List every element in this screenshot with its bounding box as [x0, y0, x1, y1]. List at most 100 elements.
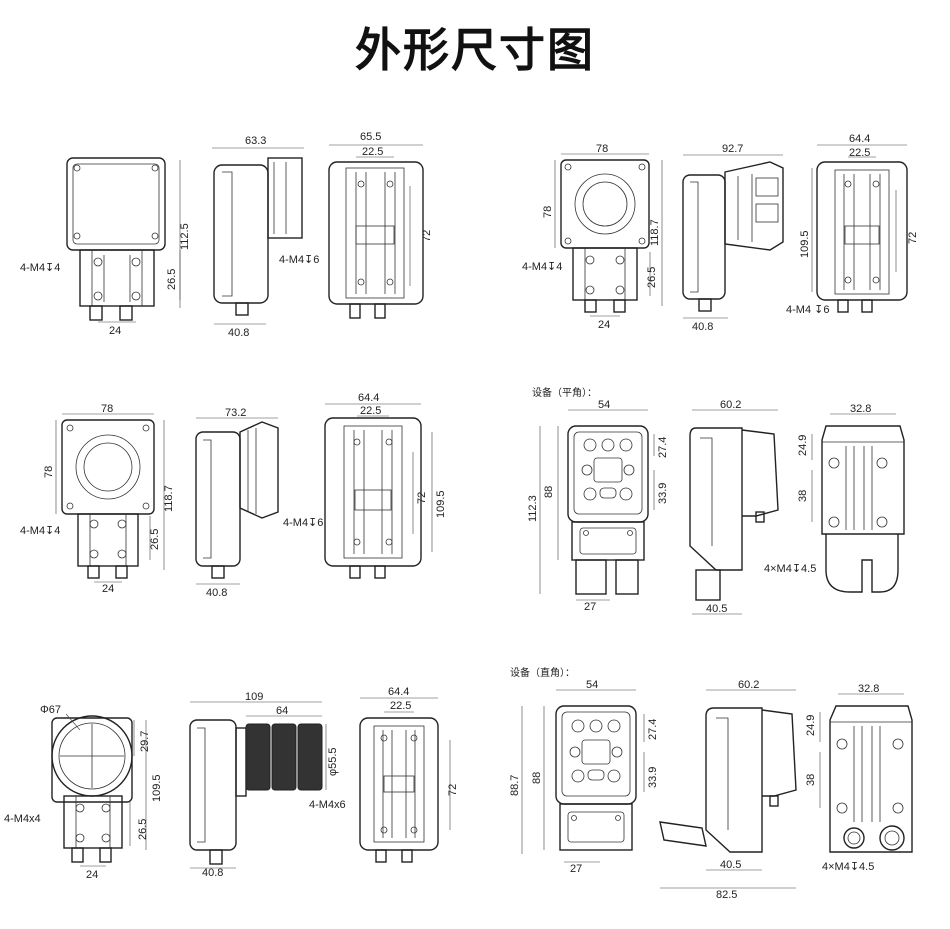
dim-label: 88 [531, 772, 543, 784]
dim-label: φ55.5 [327, 747, 339, 776]
model-6-dimension-lines [521, 689, 904, 889]
dim-label: 24 [598, 319, 610, 331]
dim-label: 64.4 [358, 392, 379, 404]
page-title: 外形尺寸图 [355, 23, 595, 77]
model-6-dimension-labels: 54 88.7 88 27.4 33.9 27 60.2 40.5 82.5 3… [509, 679, 879, 901]
model-4-back-view [821, 425, 905, 593]
dim-label: 40.8 [202, 867, 223, 879]
dim-label: 4-M4x4 [4, 813, 41, 825]
dim-label: 60.2 [720, 399, 741, 411]
dim-label: 40.5 [706, 603, 727, 615]
dim-label: 78 [43, 466, 55, 478]
dim-label: 109.5 [435, 490, 447, 518]
dim-label: 54 [598, 399, 610, 411]
dim-label: 118.7 [649, 219, 661, 246]
dim-label: 4×M4↧4.5 [822, 861, 874, 873]
model-4-caption: 设备（平角）： [532, 386, 597, 399]
model-1-back-view [328, 161, 424, 319]
dim-label: 72 [907, 232, 919, 244]
model-2-front-view [560, 159, 650, 313]
dim-label: 26.5 [646, 267, 658, 288]
model-2-dimension-lines [554, 144, 907, 319]
model-4-side-view [689, 427, 779, 601]
dim-label: 109.5 [799, 230, 811, 258]
dim-label: 4-M4↧4 [20, 525, 60, 537]
dim-label: 32.8 [858, 683, 879, 695]
model-3-front-view [61, 419, 155, 579]
model-3-back-view [324, 417, 422, 579]
model-4-dimension-labels: 54 27.4 112.3 88 33.9 27 60.2 40.5 32.8 … [527, 399, 871, 615]
dim-label: 26.5 [149, 529, 161, 550]
dim-label: 64 [276, 705, 288, 717]
dim-label: 4-M4 ↧6 [786, 304, 829, 316]
dim-label: 112.3 [527, 495, 539, 522]
model-6-front-view [555, 705, 637, 851]
model-2-side-view [682, 161, 784, 312]
dim-label: 26.5 [137, 819, 149, 840]
dim-label: 27.4 [657, 437, 669, 458]
model-4-front-view [567, 425, 649, 595]
dim-label: 24 [102, 583, 114, 595]
dim-label: 72 [421, 230, 433, 242]
model-4-dimension-lines [539, 409, 896, 615]
dim-label: 40.8 [228, 327, 249, 339]
dim-label: 22.5 [849, 147, 870, 159]
dim-label: 40.8 [692, 321, 713, 333]
dim-label: 22.5 [362, 146, 383, 158]
dim-label: 24 [86, 869, 98, 881]
dim-label: 27.4 [647, 719, 659, 740]
dim-label: 24 [109, 325, 121, 337]
model-3-dimension-labels: 78 78 118.7 4-M4↧4 26.5 24 73.2 40.8 4-M… [20, 392, 447, 599]
model-2-dimension-labels: 78 78 118.7 4-M4↧4 26.5 24 92.7 40.8 64.… [522, 133, 919, 333]
dim-label: 27 [584, 601, 596, 613]
dim-label: 22.5 [360, 405, 381, 417]
model-6-back-view [829, 705, 913, 853]
model-5-dimension-lines [65, 697, 451, 869]
dim-label: 88 [543, 486, 555, 498]
dim-label: 73.2 [225, 407, 246, 419]
dim-label: 65.5 [360, 131, 381, 143]
dim-label: 92.7 [722, 143, 743, 155]
model-2-back-view [816, 161, 908, 313]
dim-label: 54 [586, 679, 598, 691]
model-1-front-view [66, 157, 166, 321]
dim-label: 64.4 [849, 133, 870, 145]
dim-label: 4-M4x6 [309, 799, 346, 811]
dim-label: 82.5 [716, 889, 737, 901]
model-3-side-view [195, 421, 279, 579]
model-1-dimension-lines [98, 144, 423, 325]
dim-label: 4-M4↧6 [279, 254, 319, 266]
model-1-side-view [213, 157, 303, 316]
model-6-caption: 设备（直角）： [510, 666, 575, 679]
dim-label: 109.5 [151, 774, 163, 802]
dim-label: 27 [570, 863, 582, 875]
model-1-dimension-labels: 112.5 4-M4↧4 26.5 24 63.3 4-M4↧6 40.8 65… [20, 131, 433, 339]
dim-label: 4-M4↧4 [20, 262, 60, 274]
dim-label: 22.5 [390, 700, 411, 712]
dim-label: 4×M4↧4.5 [764, 563, 816, 575]
dim-label: 60.2 [738, 679, 759, 691]
dim-label: 24.9 [797, 435, 809, 456]
model-5-dimension-labels: Φ67 29.7 109.5 4-M4x4 26.5 24 109 64 φ55… [4, 686, 459, 881]
dim-label: 72 [447, 784, 459, 796]
dim-label: 29.7 [139, 731, 151, 752]
model-5-side-view [189, 719, 323, 865]
dim-label: 24.9 [805, 715, 817, 736]
dim-label: 118.7 [163, 485, 175, 512]
model-6-side-view [659, 707, 797, 853]
dim-label: 26.5 [166, 269, 178, 290]
dim-label: 112.5 [179, 223, 191, 250]
dim-label: Φ67 [40, 704, 61, 716]
model-5-back-view [359, 717, 439, 863]
dim-label: 40.8 [206, 587, 227, 599]
dim-label: 78 [596, 143, 608, 155]
dim-label: 38 [797, 490, 809, 502]
dim-label: 40.5 [720, 859, 741, 871]
dim-label: 4-M4↧4 [522, 261, 562, 273]
dim-label: 38 [805, 774, 817, 786]
dim-label: 78 [101, 403, 113, 415]
model-5-front-view [51, 715, 133, 863]
dim-label: 72 [416, 492, 428, 504]
dim-label: 4-M4↧6 [283, 517, 323, 529]
